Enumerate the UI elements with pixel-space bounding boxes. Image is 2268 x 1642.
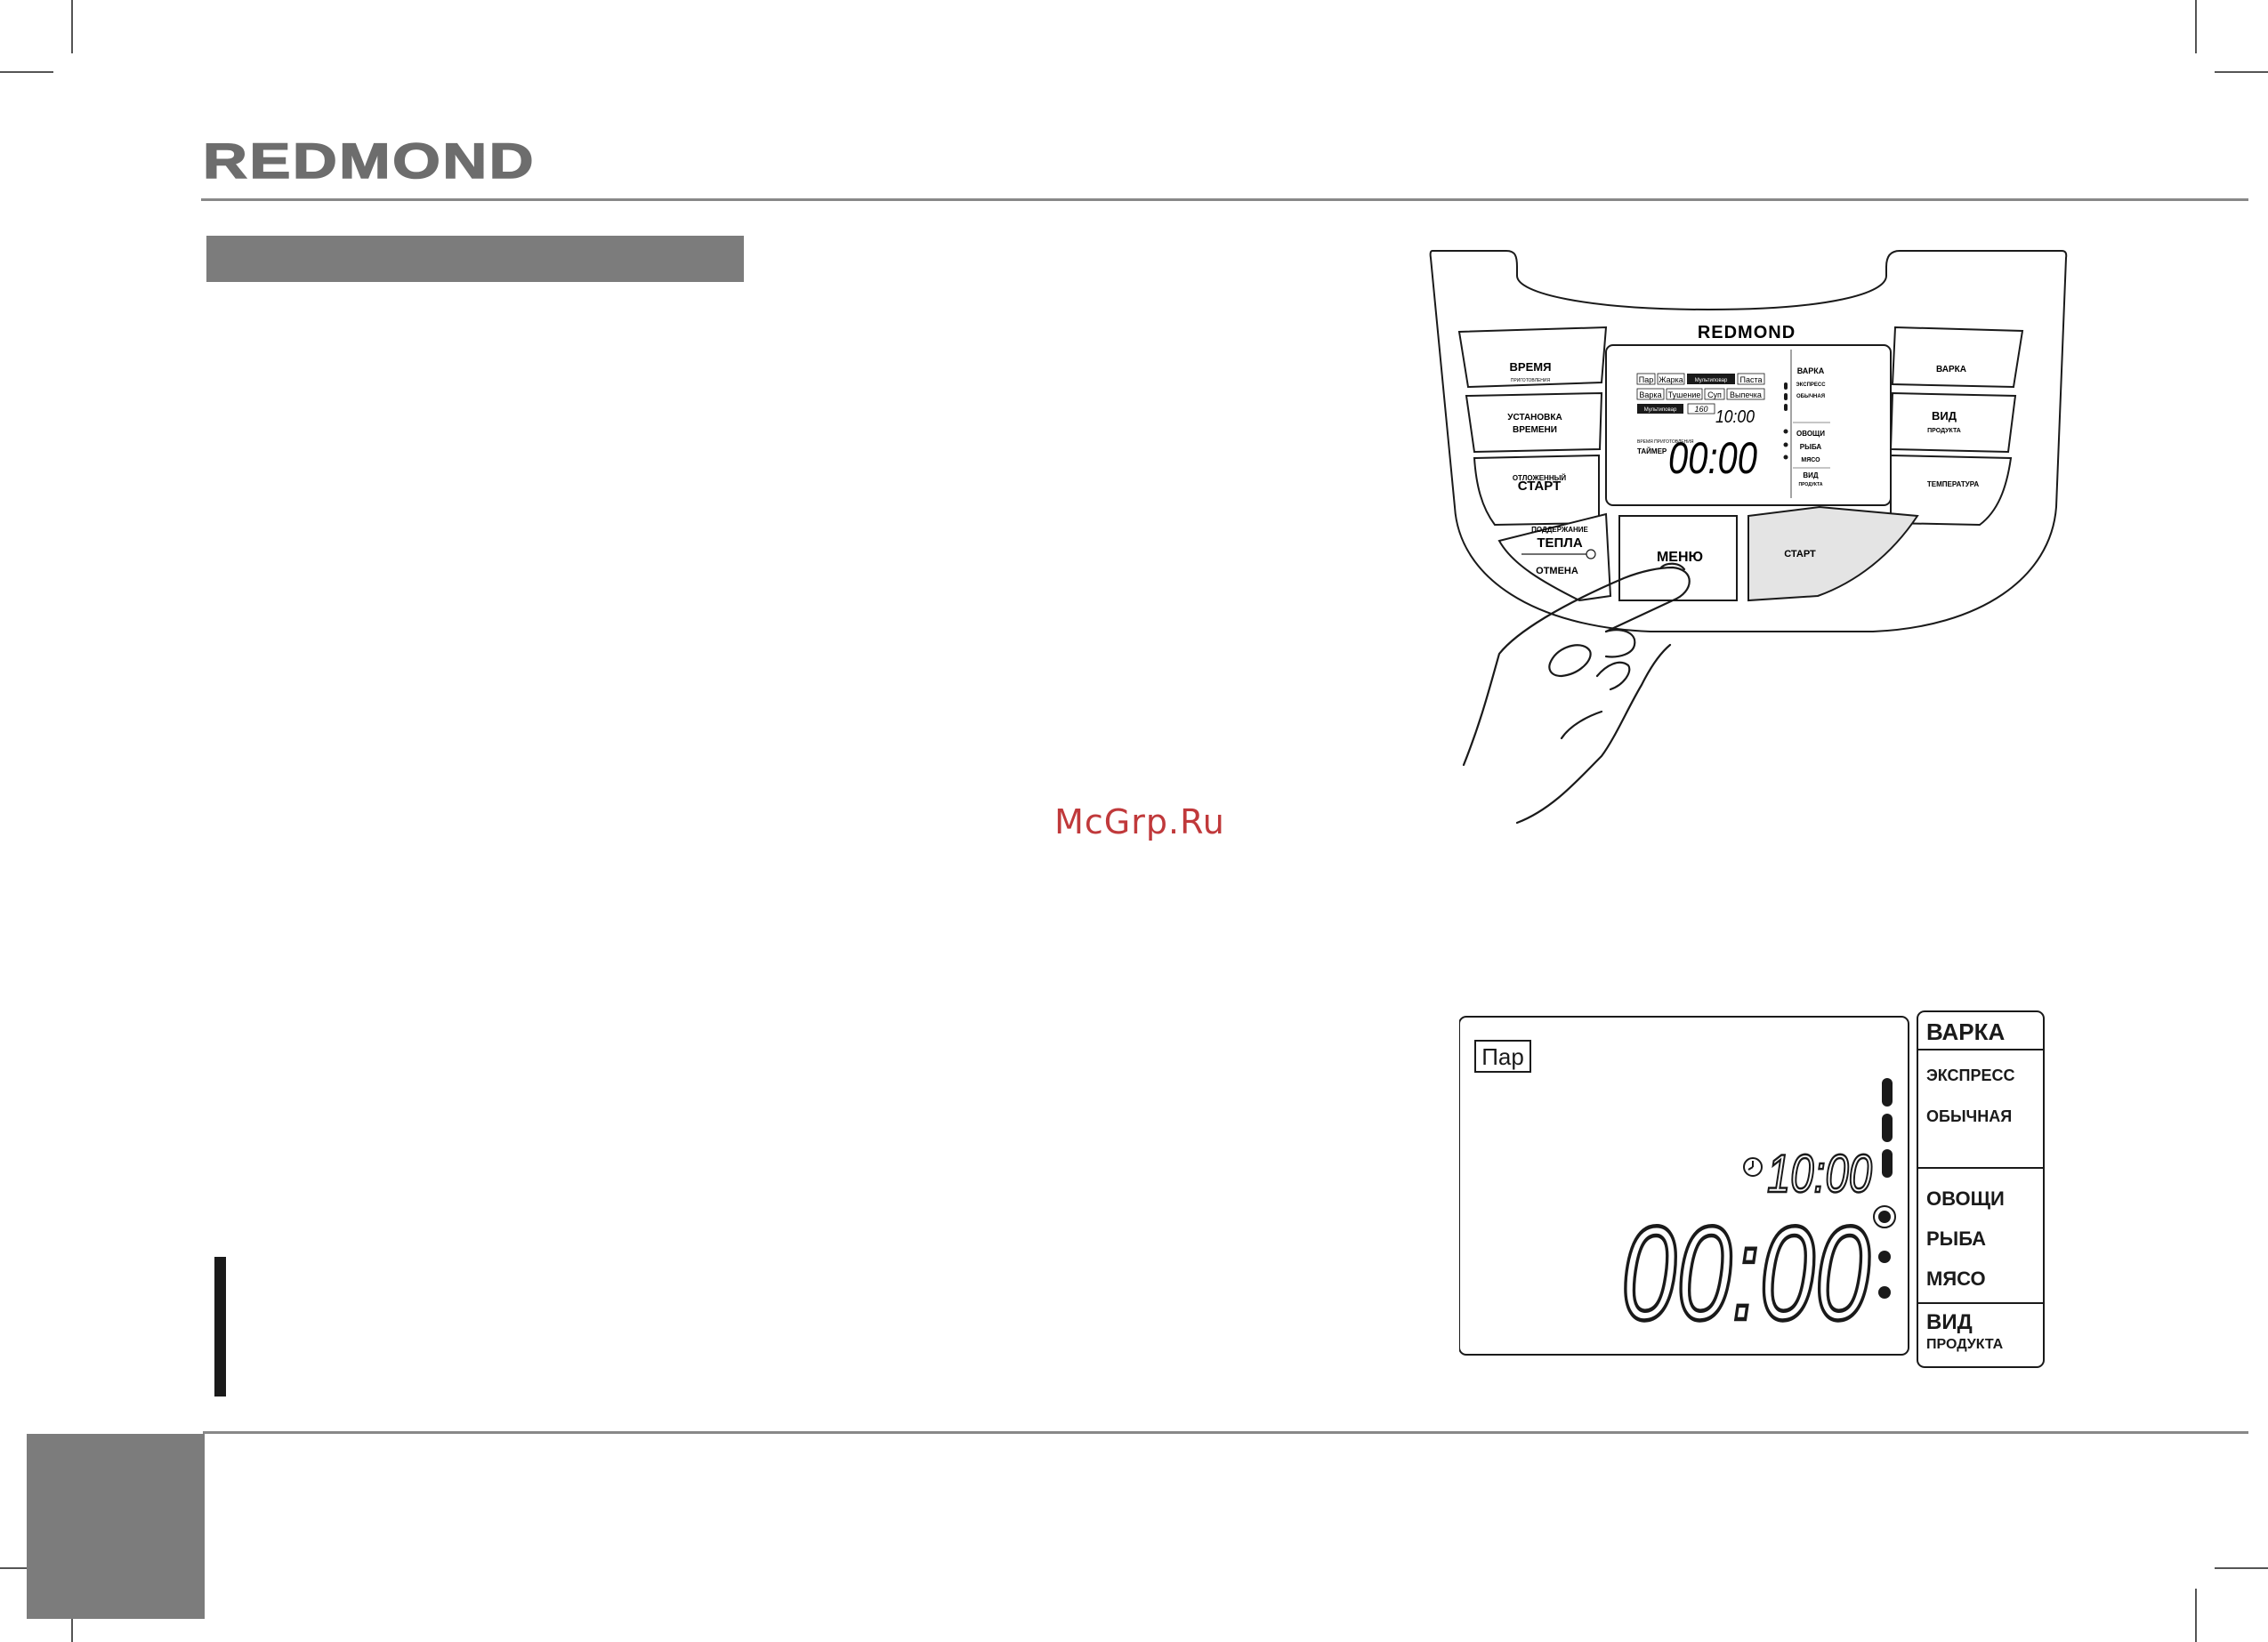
control-panel-mini-display-programs-row1-1-text: Жарка	[1659, 375, 1683, 384]
lcd-product-vegetables: ОВОЩИ	[1926, 1187, 2005, 1210]
button-cooking[interactable]: ВАРКА	[1891, 326, 2024, 389]
button-set-time[interactable]: УСТАНОВКА ВРЕМЕНИ	[1465, 391, 1603, 454]
mini-display-content: Пар Жарка Мультиповар Паста Варка Тушени…	[1636, 350, 1830, 498]
control-panel-left-buttons-1-line1-text: УСТАНОВКА	[1507, 413, 1562, 423]
control-panel-mini-display-programs-row1-2-text: Мультиповар	[1695, 378, 1728, 383]
control-panel-mini-display-programs-row1-3-text: Паста	[1739, 375, 1762, 384]
control-panel-mini-display-programs-row2-2-text: Суп	[1707, 390, 1722, 399]
clock-icon	[1743, 1157, 1763, 1177]
lcd-indicator	[1882, 1149, 1893, 1178]
brand-logo: REDMOND	[202, 133, 536, 187]
button-cooking-time[interactable]: ВРЕМЯ ПРИГОТОВЛЕНИЯ	[1457, 326, 1608, 389]
lcd-display: Пар 10:00 00:00 ВАРКА ЭКСПРЕСС ОБЫЧНАЯ О…	[1459, 1010, 2045, 1368]
control-panel-mini-display-programs-row2-0-text: Варка	[1639, 390, 1661, 399]
watermark: McGrp.Ru	[1054, 802, 1225, 841]
brand-logo-text: REDMOND	[203, 133, 536, 187]
lcd-frame	[1459, 1016, 1909, 1356]
button-delayed-start[interactable]: ОТЛОЖЕННЫЙ СТАРТ	[1473, 454, 1600, 527]
control-panel-mini-display-programs-row3-1-text: 160	[1694, 405, 1707, 414]
hand-icon	[1462, 562, 1691, 825]
control-panel-left-buttons-1-line2-text: ВРЕМЕНИ	[1513, 425, 1557, 435]
control-panel-mini-display-programs-row1-0-text: Пар	[1639, 375, 1653, 384]
control-panel-mini-display-side-labels-7-text: ПРОДУКТА	[1799, 482, 1823, 487]
control-panel-bottom-left-button-top-text: ПОДДЕРЖАНИЕ	[1531, 526, 1588, 534]
lcd-side-footer-sub: ПРОДУКТА	[1926, 1337, 2004, 1352]
lcd-clock: 10:00	[1767, 1144, 1872, 1203]
control-panel-mini-display-programs-row3-0-text: Мультиповар	[1644, 407, 1677, 413]
panel-logo: REDMOND	[1698, 323, 1796, 342]
button-product-type[interactable]: ВИД ПРОДУКТА	[1889, 391, 2017, 454]
control-panel-right-buttons-1-line2-text: ПРОДУКТА	[1927, 428, 1961, 434]
control-panel-menu-button-text: МЕНЮ	[1657, 550, 1703, 565]
button-temperature[interactable]: ТЕМПЕРАТУРА	[1890, 454, 2013, 527]
control-panel-left-buttons-0-line2-text: ПРИГОТОВЛЕНИЯ	[1511, 378, 1551, 383]
lcd-product-meat: МЯСО	[1926, 1268, 1986, 1290]
control-panel-mini-display-side-labels-1-text: ЭКСПРЕСС	[1796, 382, 1826, 388]
crop-mark	[71, 0, 73, 53]
control-panel-left-buttons-0-line1-text: ВРЕМЯ	[1510, 360, 1552, 374]
lcd-indicator	[1882, 1078, 1893, 1107]
control-panel-left-buttons-2-line1-text: ОТЛОЖЕННЫЙ	[1513, 474, 1567, 482]
footer-rule	[203, 1431, 2248, 1434]
control-panel-right-buttons-1-line1-text: ВИД	[1932, 409, 1957, 423]
lcd-mode-normal: ОБЫЧНАЯ	[1926, 1107, 2012, 1125]
button-menu[interactable]: МЕНЮ	[1618, 515, 1738, 601]
crop-mark	[2195, 0, 2197, 53]
control-panel-mini-display-programs-row2-3-text: Выпечка	[1730, 390, 1762, 399]
section-heading-bar	[206, 236, 744, 282]
control-panel-mini-display-side-labels-3-text: ОВОЩИ	[1796, 430, 1825, 438]
control-panel-mini-display-time-label-text: ТАЙМЕР	[1637, 447, 1667, 455]
button-keep-warm-cancel[interactable]: ПОДДЕРЖАНИЕ ТЕПЛА ОТМЕНА	[1497, 512, 1612, 602]
lcd-program: Пар	[1481, 1043, 1524, 1070]
lcd-program-box	[1474, 1040, 1531, 1073]
control-panel-right-buttons-0-line1-text: ВАРКА	[1936, 365, 1966, 374]
lcd-side-panel	[1917, 1010, 2045, 1368]
control-panel-mini-display-side-labels-4-text: РЫБА	[1800, 443, 1822, 451]
control-panel-mini-display-timer-text: 00:00	[1668, 433, 1757, 483]
control-panel-mini-display-side-labels-5-text: МЯСО	[1801, 457, 1820, 463]
control-panel-bottom-left-button-bottom-text: ОТМЕНА	[1536, 566, 1578, 576]
control-panel-right-buttons-2-line1-text: ТЕМПЕРАТУРА	[1927, 480, 1979, 488]
crop-mark	[2215, 71, 2268, 73]
control-panel-illustration: ВРЕМЯ ПРИГОТОВЛЕНИЯ УСТАНОВКА ВРЕМЕНИ ОТ…	[1429, 250, 2068, 825]
header-rule	[201, 198, 2248, 201]
control-panel-mini-display-side-labels-2-text: ОБЫЧНАЯ	[1796, 394, 1825, 399]
lcd-side-footer: ВИД	[1926, 1310, 1973, 1334]
lcd-indicator	[1882, 1114, 1893, 1142]
crop-mark	[0, 71, 53, 73]
lcd-mode-express: ЭКСПРЕСС	[1926, 1066, 2015, 1084]
control-panel-mini-display-clock-text: 10:00	[1715, 407, 1755, 427]
button-start[interactable]: СТАРТ	[1747, 505, 1919, 602]
control-panel-bottom-left-button-main-text: ТЕПЛА	[1537, 535, 1582, 551]
lcd-indicator-dot	[1878, 1251, 1891, 1263]
control-panel-left-buttons-2-line2-text: СТАРТ	[1518, 479, 1561, 494]
crop-mark	[2215, 1567, 2268, 1569]
margin-marker-bar	[214, 1257, 226, 1397]
lcd-side-header: ВАРКА	[1926, 1018, 2005, 1045]
control-panel-mini-display-side-labels-6-text: ВИД	[1803, 471, 1819, 479]
control-panel-mini-display-time-label-small-text: ВРЕМЯ ПРИГОТОВЛЕНИЯ	[1637, 439, 1694, 445]
lcd-product-fish: РЫБА	[1926, 1227, 1986, 1250]
lcd-timer: 00:00	[1621, 1198, 1870, 1348]
control-panel-mini-display-programs-row2-1-text: Тушение	[1668, 390, 1701, 399]
control-panel-mini-display-side-labels-0-text: ВАРКА	[1797, 366, 1825, 375]
page-number-tab	[27, 1434, 205, 1619]
lcd-indicator-dot	[1878, 1286, 1891, 1299]
panel-outline	[1429, 250, 2068, 632]
crop-mark	[2195, 1589, 2197, 1642]
control-panel-start-button-text: СТАРТ	[1784, 549, 1816, 559]
